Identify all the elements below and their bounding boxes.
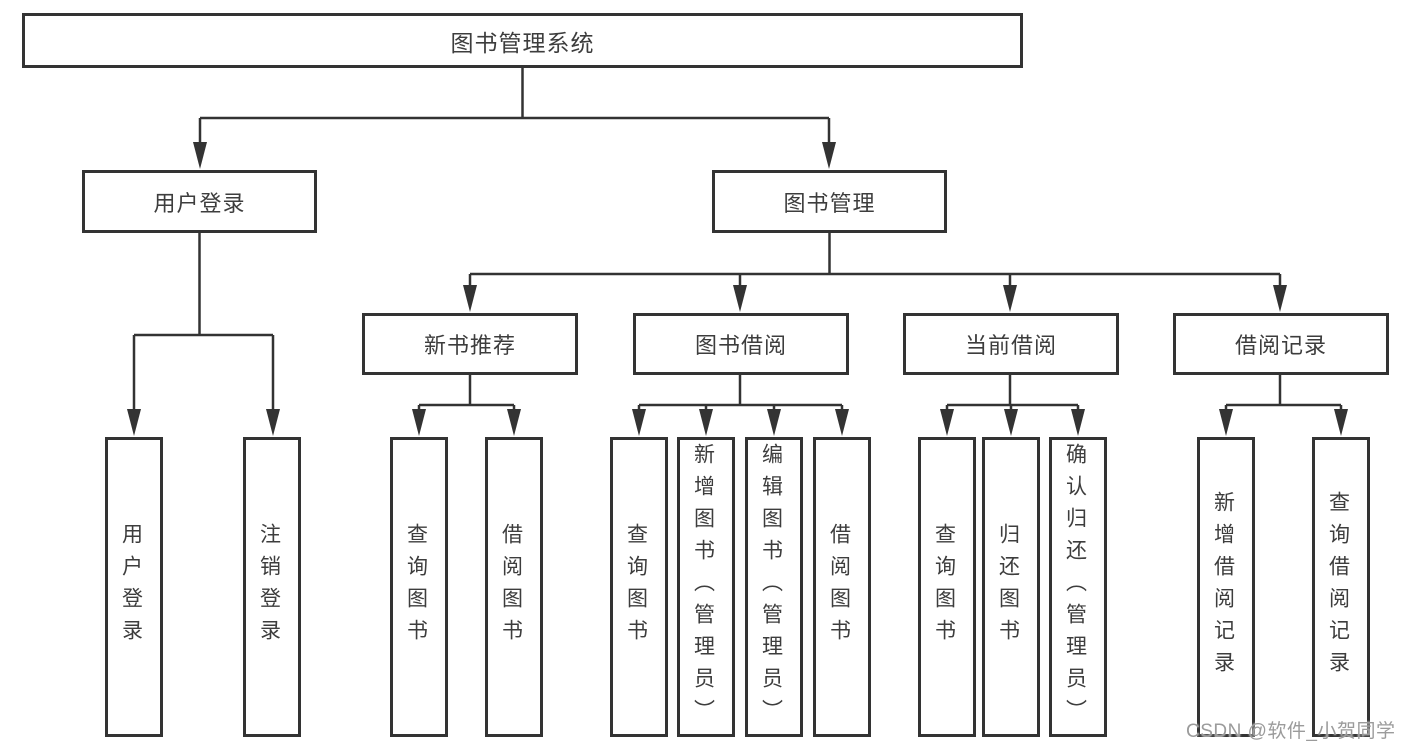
node-label: 用户登录 [153,190,246,216]
leaf-user-login: 用户登录 [105,437,163,737]
leaf-query-borrow-record: 查询借阅记录 [1312,437,1370,737]
leaf-query-books-current: 查询图书 [918,437,976,737]
node-label: 查询图书 [404,523,428,651]
arrowheads [127,142,1348,436]
node-label: 新增图书（管理员） [691,443,715,731]
node-label: 图书管理 [783,190,876,216]
node-label: 注销登录 [257,523,281,651]
node-label: 编辑图书（管理员） [759,443,783,731]
csdn-watermark: CSDN @软件_小贺同学 [1186,721,1396,742]
node-root-system: 图书管理系统 [22,13,1023,68]
node-user-login-branch: 用户登录 [82,170,317,233]
leaf-return-book: 归还图书 [982,437,1040,737]
node-book-management-branch: 图书管理 [712,170,947,233]
node-label: 查询图书 [932,523,956,651]
leaf-add-book-admin: 新增图书（管理员） [677,437,735,737]
node-label: 借阅记录 [1234,333,1327,358]
node-book-borrowing: 图书借阅 [633,313,849,375]
node-label: 借阅图书 [827,523,851,651]
leaf-add-borrow-record: 新增借阅记录 [1197,437,1255,737]
node-label: 用户登录 [119,523,143,651]
leaf-edit-book-admin: 编辑图书（管理员） [745,437,803,737]
node-label: 新增借阅记录 [1211,491,1235,683]
leaf-query-books-borrowing: 查询图书 [610,437,668,737]
node-label: 新书推荐 [423,333,516,358]
node-borrow-records: 借阅记录 [1173,313,1389,375]
node-label: 查询图书 [624,523,648,651]
leaf-logout: 注销登录 [243,437,301,737]
node-current-borrowing: 当前借阅 [903,313,1119,375]
leaf-confirm-return-admin: 确认归还（管理员） [1049,437,1107,737]
node-label: 图书借阅 [694,333,787,358]
node-label: 查询借阅记录 [1326,491,1350,683]
node-label: 当前借阅 [964,333,1057,358]
node-label: 图书管理系统 [450,29,595,56]
node-new-book-recommend: 新书推荐 [362,313,578,375]
leaf-query-books-recommend: 查询图书 [390,437,448,737]
leaf-borrow-books-recommend: 借阅图书 [485,437,543,737]
node-label: 确认归还（管理员） [1063,443,1087,731]
node-label: 借阅图书 [499,523,523,651]
node-label: 归还图书 [996,523,1020,651]
leaf-borrow-books: 借阅图书 [813,437,871,737]
